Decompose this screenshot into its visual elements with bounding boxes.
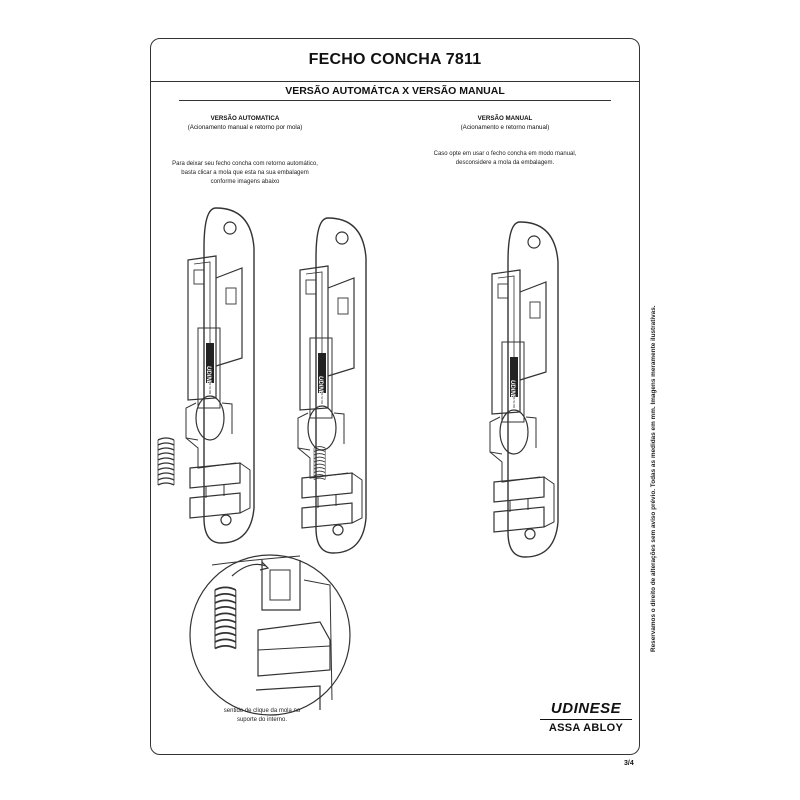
brand-logo: UDINESE ASSA ABLOY	[540, 700, 632, 734]
latch-drawing-automatic-2: UDINESE	[297, 217, 367, 554]
section-subtitle: VERSÃO AUTOMÁTCA X VERSÃO MANUAL	[285, 85, 505, 97]
page-title: FECHO CONCHA 7811	[308, 51, 482, 68]
zoom-detail	[189, 554, 351, 716]
device-label: UDINESE	[317, 376, 323, 404]
title-bar: FECHO CONCHA 7811	[151, 39, 639, 82]
automatic-desc-line: basta clicar a mola que esta na sua emba…	[181, 170, 309, 176]
document-frame: FECHO CONCHA 7811 VERSÃO AUTOMÁTCA X VER…	[150, 38, 640, 755]
automatic-description: Para deixar seu fecho concha com retorno…	[165, 160, 325, 187]
automatic-heading: VERSÃO AUTOMATICA	[210, 115, 280, 122]
automatic-subheading: (Acionamento manual e retorno por mola)	[187, 124, 303, 131]
manual-subheading: (Acionamento e retorno manual)	[460, 124, 550, 131]
page-number: 3/4	[624, 760, 634, 767]
automatic-desc-line: conforme imagens abaixo	[210, 179, 280, 185]
spring-caption: sentido de clique da mola no suporte do …	[202, 707, 322, 725]
manual-heading: VERSÃO MANUAL	[477, 115, 533, 122]
manual-desc-line: desconsidere a mola da embalagem.	[455, 160, 555, 166]
device-label: UDINESE	[205, 366, 211, 394]
manual-description: Caso opte em usar o fecho concha em modo…	[425, 150, 585, 168]
loose-spring	[157, 437, 175, 486]
logo-subbrand: ASSA ABLOY	[548, 722, 624, 734]
caption-line: suporte do interno.	[236, 717, 288, 723]
device-label: UDINESE	[509, 380, 515, 408]
disclaimer-note: Reservamos o direito de alterações sem a…	[650, 305, 657, 652]
manual-header: VERSÃO MANUAL (Acionamento e retorno man…	[430, 114, 580, 132]
manual-desc-line: Caso opte em usar o fecho concha em modo…	[433, 151, 577, 157]
latch-drawing-automatic-1: UDINESE	[185, 207, 255, 544]
caption-line: sentido de clique da mola no	[223, 708, 301, 714]
logo-rule	[540, 719, 632, 720]
automatic-desc-line: Para deixar seu fecho concha com retorno…	[172, 161, 318, 167]
automatic-header: VERSÃO AUTOMATICA (Acionamento manual e …	[165, 114, 325, 132]
logo-brand: UDINESE	[550, 700, 622, 717]
subtitle-rule	[179, 100, 611, 101]
latch-drawing-manual: UDINESE	[489, 221, 559, 558]
